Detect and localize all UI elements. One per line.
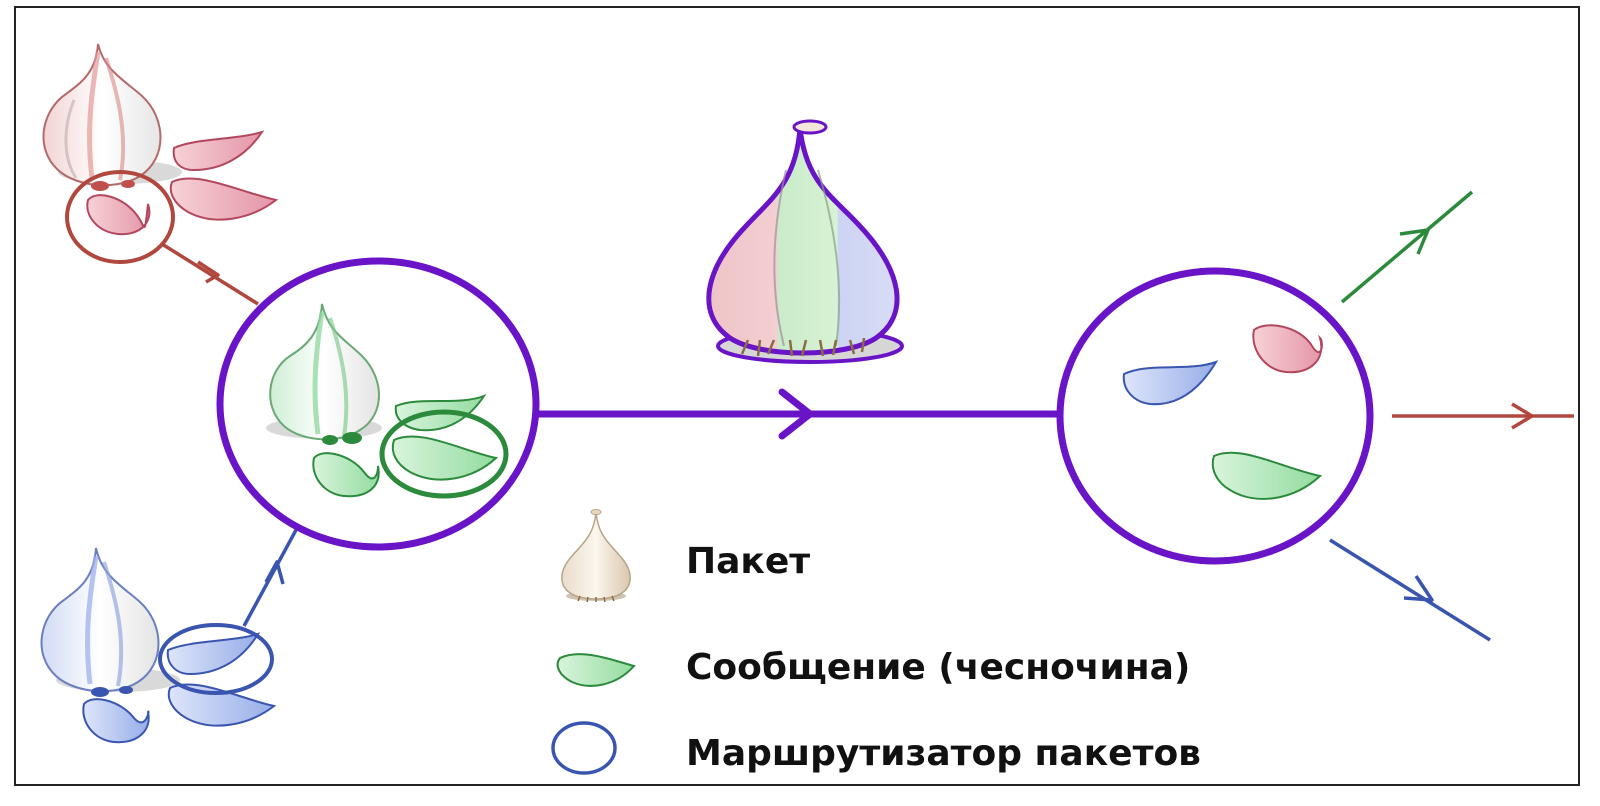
garlic-clove-icon (558, 654, 634, 686)
garlic-clove-icon (83, 699, 148, 742)
sender-blue-group (42, 530, 296, 742)
garlic-clove-icon (168, 634, 258, 674)
garlic-packet-icon (709, 121, 902, 362)
out-link-green (1342, 192, 1472, 302)
garlic-packet-icon (562, 510, 630, 603)
out-link-red (1392, 404, 1574, 428)
garlic-clove-icon (169, 684, 274, 725)
legend (553, 510, 634, 774)
router-circle-icon (553, 723, 615, 773)
router-right-group (1060, 271, 1370, 561)
garlic-clove-icon (1213, 453, 1320, 499)
garlic-bulb-red-icon (44, 44, 182, 191)
legend-packet-label: Пакет (686, 544, 810, 580)
garlic-clove-icon (1253, 325, 1322, 372)
garlic-clove-icon (174, 132, 262, 170)
legend-message-label: Сообщение (чесночина) (686, 650, 1190, 686)
garlic-clove-icon (313, 453, 378, 496)
garlic-clove-icon (87, 195, 149, 234)
legend-router-label: Маршрутизатор пакетов (686, 736, 1201, 772)
garlic-bulb-green-icon (266, 304, 382, 445)
link-red-to-router (162, 244, 258, 304)
router-left-group (220, 261, 536, 547)
sender-red-group (44, 44, 276, 304)
router-circle-icon (1060, 271, 1370, 561)
garlic-clove-icon (171, 178, 276, 219)
garlic-clove-icon (393, 436, 496, 479)
main-link (536, 392, 1058, 436)
garlic-clove-icon (1124, 362, 1216, 404)
garlic-bulb-blue-icon (42, 548, 180, 697)
out-link-blue (1330, 540, 1490, 640)
